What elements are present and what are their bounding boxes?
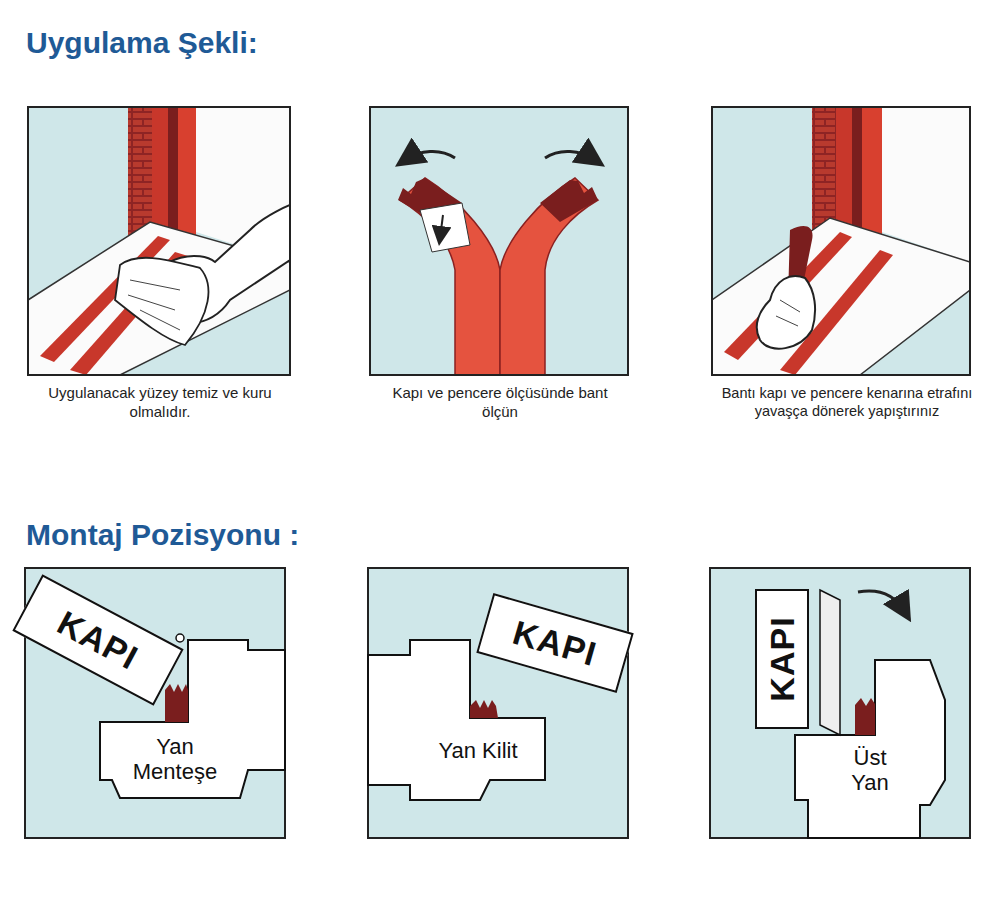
step-caption: Kapı ve pencere ölçüsünde bant ölçün xyxy=(380,384,620,422)
door-label: KAPI xyxy=(763,616,802,701)
heading: Uygulama Şekli: xyxy=(26,26,258,60)
frame-label-box: Üst Yan xyxy=(797,737,943,803)
top-side-frame xyxy=(795,590,945,838)
step-caption: Uygulanacak yüzey temiz ve kuru olmalıdı… xyxy=(40,384,280,422)
heading: Montaj Pozisyonu : xyxy=(26,518,299,552)
measure-tape-illustration xyxy=(370,107,628,375)
frame-label-box: Yan Kilit xyxy=(412,720,544,782)
frame-label: Yan Kilit xyxy=(438,738,517,763)
step-caption: Bantı kapı ve pencere kenarına etrafını … xyxy=(698,384,996,420)
door-label: KAPI xyxy=(509,613,602,674)
frame-label: Yan Menteşe xyxy=(115,734,235,785)
door-box: KAPI xyxy=(755,589,809,729)
frame-label: Üst Yan xyxy=(840,745,900,796)
clean-surface-illustration xyxy=(28,107,290,375)
apply-tape-illustration xyxy=(712,107,970,375)
frame-label-box: Yan Menteşe xyxy=(102,724,248,794)
